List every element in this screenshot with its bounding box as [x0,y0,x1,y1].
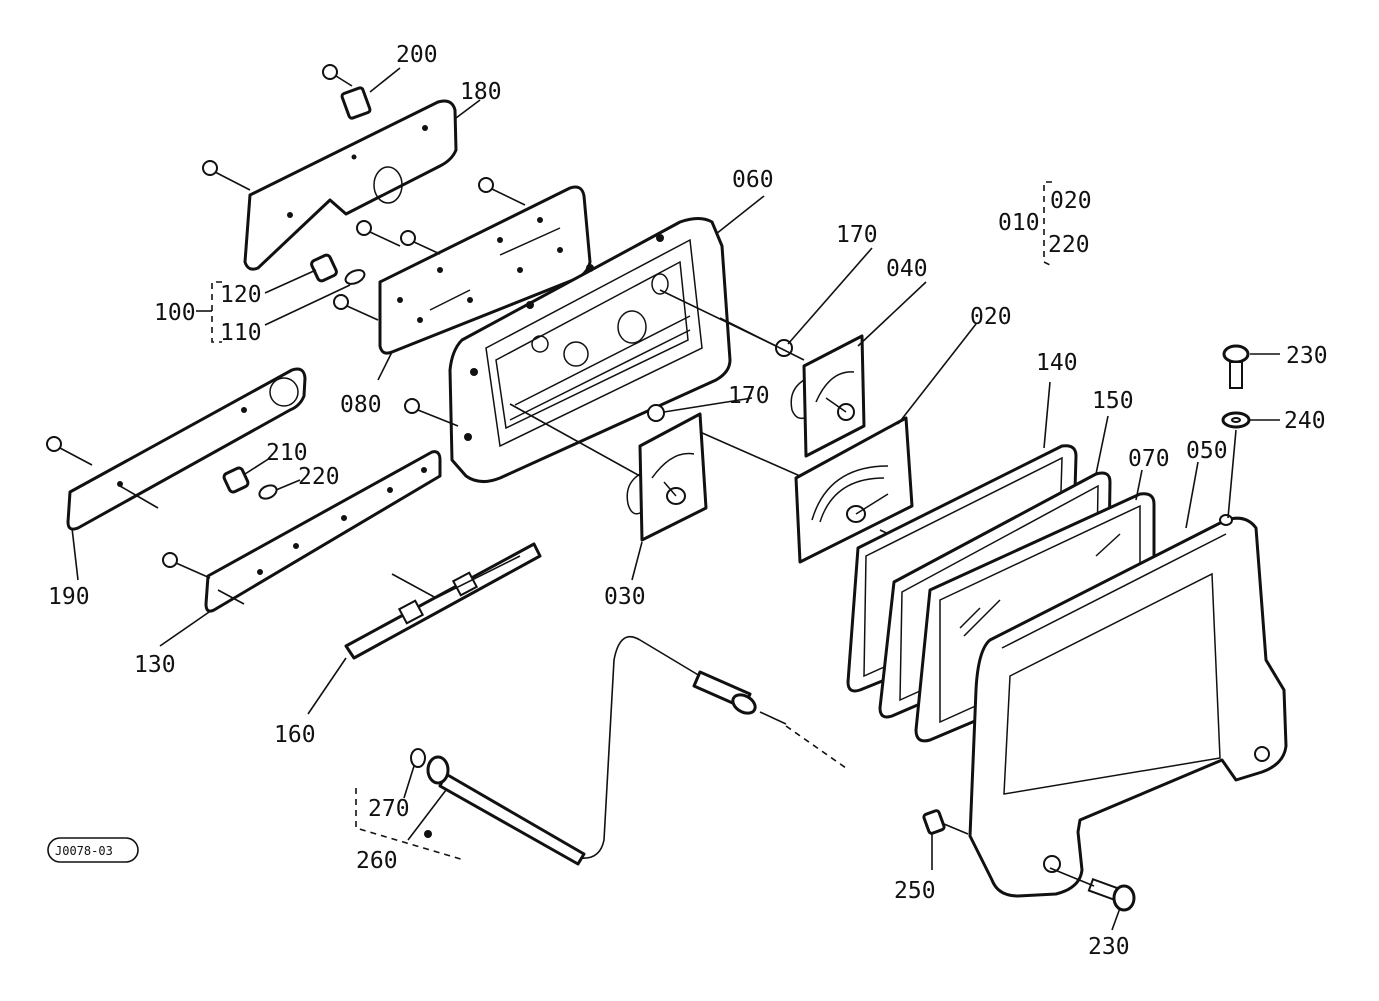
bulb-socket-210 [222,457,271,494]
lower-panel-130 [204,450,442,613]
bulb-110 [264,269,366,326]
bulb-220 [258,479,301,500]
label-210: 210 [266,440,308,466]
label-130: 130 [134,652,176,678]
label-270: 270 [368,796,410,822]
bracket-100 [196,281,222,343]
washer-240 [1221,411,1280,519]
label-230-upper: 230 [1286,343,1328,369]
side-panel-190 [66,367,307,531]
speedometer-cable [579,635,847,859]
label-200: 200 [396,42,438,68]
label-040: 040 [886,256,928,282]
screw-230-upper [1222,344,1280,389]
label-060: 060 [732,167,774,193]
label-230-lower: 230 [1088,934,1130,960]
bracket-260 [355,788,465,861]
screw-190 [46,436,93,466]
label-110: 110 [220,320,262,346]
label-050: 050 [1186,438,1228,464]
label-180: 180 [460,79,502,105]
label-260: 260 [356,848,398,874]
screw-230-lower [1049,867,1136,912]
bezel-050 [968,514,1288,898]
lens-170-lower [647,404,665,422]
leader-lines [71,67,1199,931]
meter-040 [719,317,866,458]
label-120: 120 [220,282,262,308]
label-220-range: 220 [1048,232,1090,258]
label-020-range: 020 [1050,188,1092,214]
cover-plate-180 [243,99,458,271]
meter-housing-060 [448,217,732,483]
small-meter-030 [509,403,708,542]
label-250: 250 [894,878,936,904]
label-070: 070 [1128,446,1170,472]
drawing-code-badge: J0078-03 [47,837,139,863]
drawing-code: J0078-03 [55,844,113,858]
label-080: 080 [340,392,382,418]
label-030: 030 [604,584,646,610]
label-170-upper: 170 [836,222,878,248]
bracket-010 [1043,181,1053,267]
label-150: 150 [1092,388,1134,414]
label-220: 220 [298,464,340,490]
label-100: 100 [154,300,196,326]
strip-160 [344,542,542,660]
tachometer-020 [699,416,914,564]
bulb-socket-120 [264,253,338,294]
screw-180 [202,160,251,191]
label-190: 190 [48,584,90,610]
screw-130 [162,552,211,579]
label-170-lower: 170 [728,383,770,409]
screws-080 [333,177,526,321]
drive-shaft-260 [426,755,586,866]
label-160: 160 [274,722,316,748]
label-010: 010 [998,210,1040,236]
clip-250 [922,809,969,835]
label-240: 240 [1284,408,1326,434]
label-020: 020 [970,304,1012,330]
circuit-board-080 [378,185,592,355]
screw-060 [404,398,459,427]
o-ring-270 [403,748,426,799]
clip-200 [322,64,372,120]
label-140: 140 [1036,350,1078,376]
